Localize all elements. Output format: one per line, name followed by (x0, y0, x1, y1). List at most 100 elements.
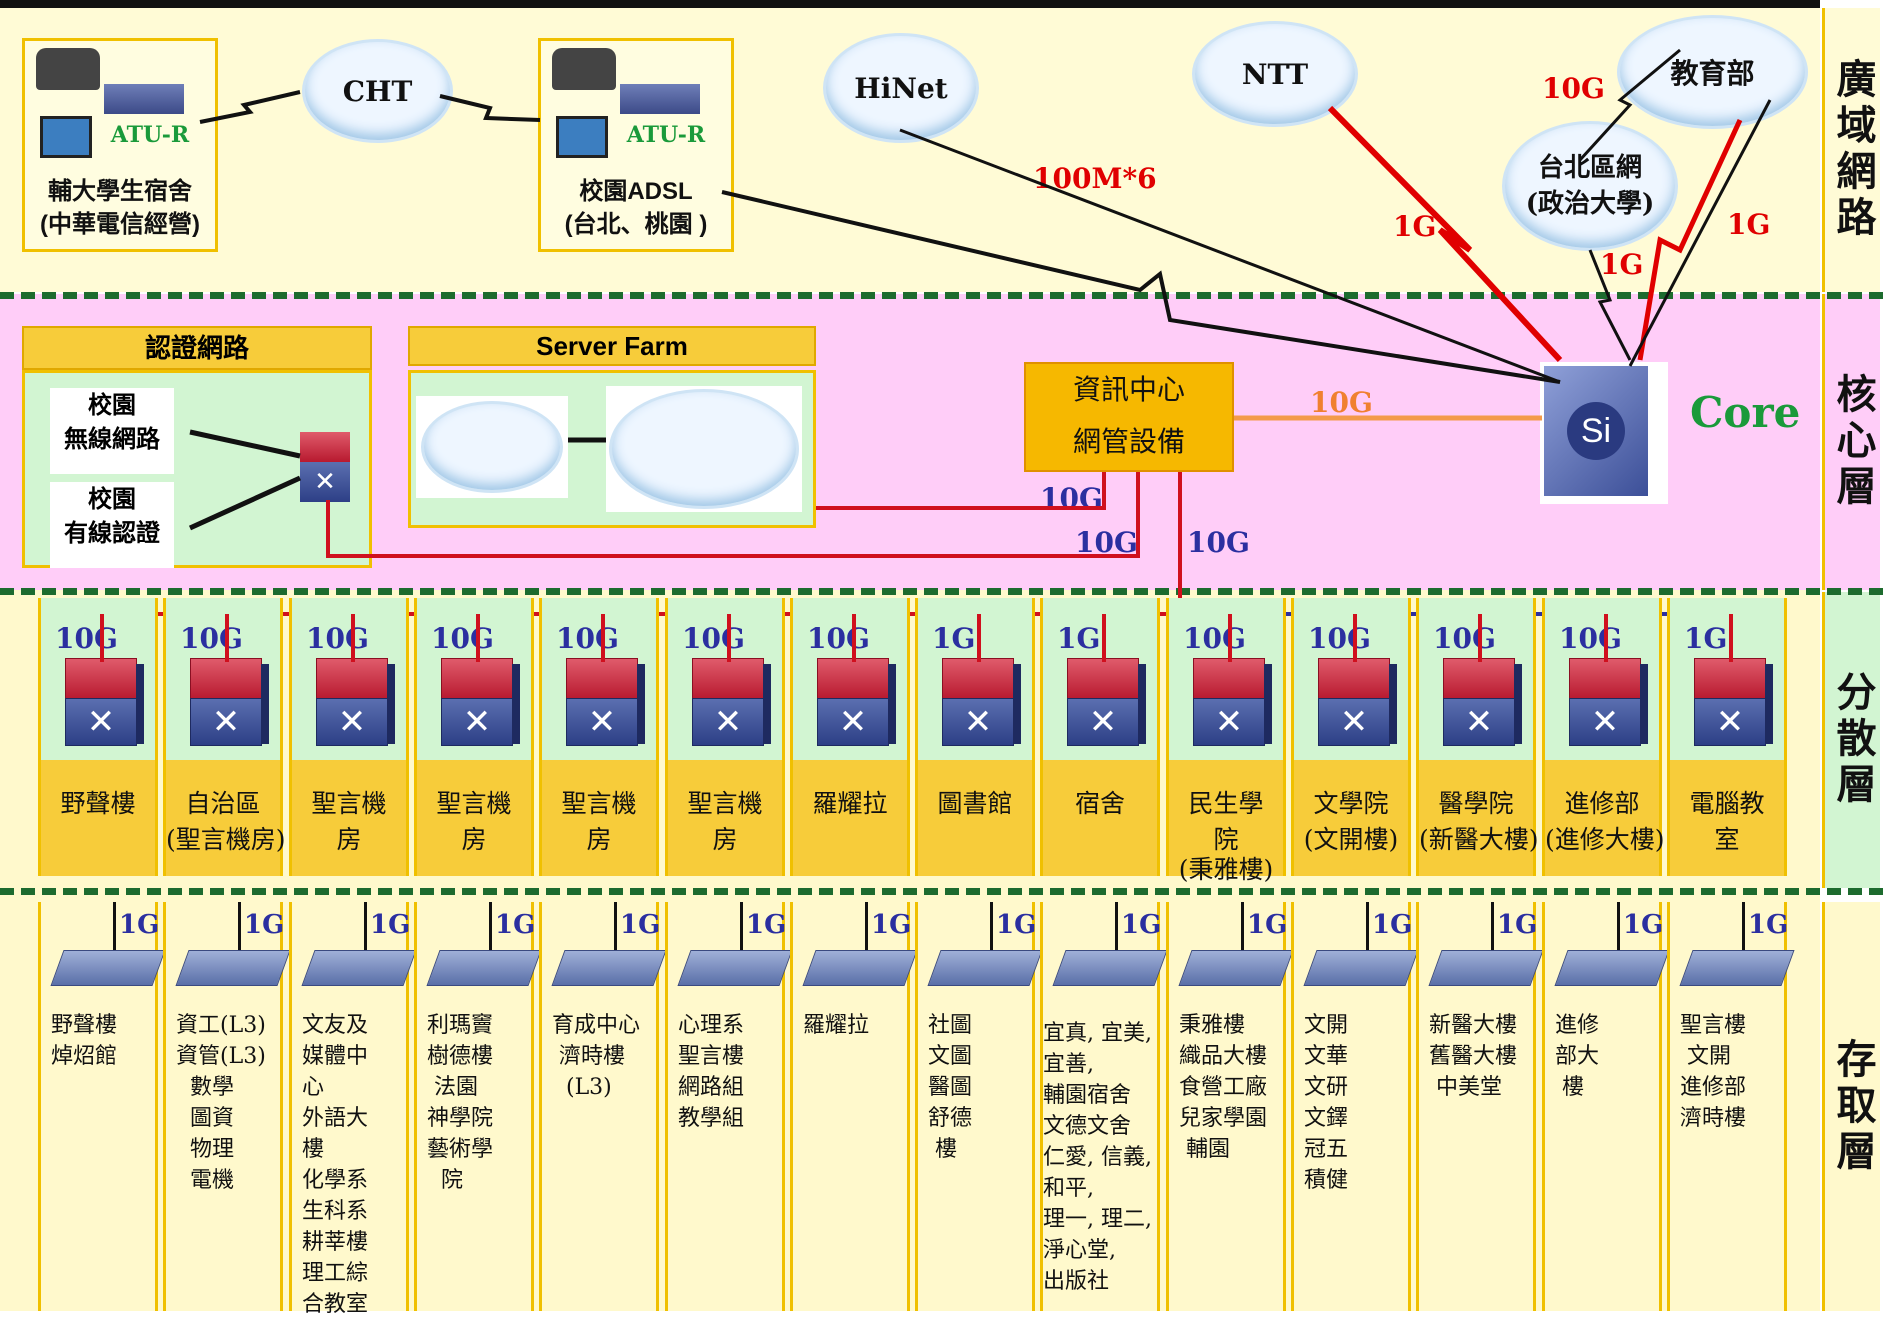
distribution-drop-line (977, 614, 981, 662)
access-switch-icon (50, 950, 166, 986)
distribution-drop-line (727, 614, 731, 662)
access-switch-icon (175, 950, 291, 986)
region-core-speed-label: 1G (1600, 248, 1644, 281)
distribution-name-box: 羅耀拉 (793, 760, 907, 876)
access-switch-icon (927, 950, 1043, 986)
nms-line1: 資訊中心 (1072, 374, 1185, 405)
distribution-drop-line (852, 614, 856, 662)
distribution-subname: (聖言機房) (166, 825, 286, 854)
side-label-distribution: 分散層 (1822, 592, 1880, 888)
access-uplink-line (1115, 902, 1118, 952)
atu-r-label: ATU-R (110, 122, 190, 148)
dorm-cht-link (199, 90, 301, 124)
switch-icon: ✕ (942, 658, 1021, 746)
distribution-speed: 1G (1057, 622, 1101, 655)
distribution-name-box: 文學院 (文開樓) (1294, 760, 1408, 876)
separator (0, 888, 1883, 895)
distribution-column: 10G✕民生學院(秉雅樓) (1166, 598, 1286, 884)
distribution-name: 民生學 (1188, 789, 1264, 818)
moe-core-line (1628, 99, 1772, 367)
distribution-name-box: 聖言機房 (542, 760, 656, 876)
access-uplink-line (238, 902, 241, 952)
auth-speed-label: 10G (1075, 526, 1138, 559)
distribution-speed: 10G (556, 622, 619, 655)
nms-line2: 網管設備 (1072, 426, 1185, 457)
distribution-subname: (文開樓) (1303, 825, 1399, 854)
distribution-drop-line (351, 614, 355, 662)
switch-icon: ✕ (692, 658, 771, 746)
distribution-name: 野聲樓 (60, 789, 136, 818)
wired-auth-line1: 校園 (88, 484, 136, 513)
access-buildings: 心理系 聖言樓 網路組 教學組 (678, 1013, 745, 1131)
switch-icon: ✕ (1193, 658, 1272, 746)
access-buildings: 育成中心 濟時樓 (L3) (552, 1013, 641, 1100)
access-buildings: 羅耀拉 (803, 1013, 870, 1038)
distribution-column: 10G✕ 聖言機房 (289, 598, 409, 876)
access-speed: 1G (1372, 910, 1413, 940)
region-core-link (1588, 249, 1632, 361)
moe-core-link (1637, 118, 1743, 361)
distribution-name-box: 自治區 (聖言機房) (166, 760, 286, 876)
access-buildings: 新醫大樓 舊醫大樓 中美堂 (1429, 1013, 1518, 1100)
server-farm-link (816, 472, 1106, 510)
distribution-name: 進修部 (1564, 789, 1640, 818)
hinet-core-link (899, 128, 1561, 384)
nms-core-speed-label: 10G (1310, 386, 1373, 419)
region-moe-speed-label: 1G (1727, 208, 1771, 241)
access-buildings: 利瑪竇 樹德樓 法園 神學院 藝術學 院 (427, 1013, 494, 1193)
auth-link (326, 472, 1140, 558)
distribution-subname2: (秉雅樓) (1178, 855, 1274, 884)
auth-switch-icon: ✕ (300, 432, 356, 504)
taipei-region-cloud: 台北區網 (政治大學) (1505, 124, 1675, 248)
distribution-speed: 1G (1684, 622, 1728, 655)
distribution-subname: 院 (1213, 825, 1239, 854)
distribution-drop-line (225, 614, 229, 662)
access-speed: 1G (1121, 910, 1162, 940)
region-moe-link (1578, 48, 1681, 162)
distribution-name: 宿舍 (1074, 789, 1125, 818)
moe-cloud: 教育部 (1620, 18, 1805, 126)
taipei-region-line2: (政治大學) (1525, 189, 1655, 219)
distribution-column: 10G✕文學院(文開樓) (1291, 598, 1411, 876)
access-buildings: 聖言樓 文開 進修部 濟時樓 (1680, 1013, 1747, 1131)
switch-icon: ✕ (65, 658, 144, 746)
distribution-name: 聖言機 (436, 789, 512, 818)
distribution-speed: 1G (932, 622, 976, 655)
distribution-speed: 10G (306, 622, 369, 655)
distribution-drop-line (476, 614, 480, 662)
access-speed: 1G (1623, 910, 1664, 940)
access-buildings: 秉雅樓 織品大樓 食營工廠 兒家學園 輔園 (1179, 1013, 1268, 1162)
access-speed: 1G (119, 910, 160, 940)
switch-icon: ✕ (316, 658, 395, 746)
access-switch-icon (301, 950, 417, 986)
distribution-column: 10G✕進修部(進修大樓) (1542, 598, 1665, 876)
nms-box: 資訊中心 網管設備 (1024, 362, 1234, 472)
distribution-name-box: 民生學院(秉雅樓) (1169, 760, 1283, 884)
distribution-name: 文學院 (1313, 789, 1389, 818)
access-column: 1G 育成中心 濟時樓 (L3) (539, 902, 667, 1311)
switch-icon: ✕ (441, 658, 520, 746)
core-switch-label: Si (1567, 402, 1625, 460)
distribution-name-box: 聖言機房 (292, 760, 406, 876)
distribution-name-box: 圖書館 (918, 760, 1032, 876)
access-speed: 1G (620, 910, 661, 940)
phone-icon (36, 48, 100, 90)
distribution-name: 圖書館 (937, 789, 1013, 818)
moe-speed-label: 10G (1542, 72, 1605, 105)
distribution-name: 自治區 (185, 789, 261, 818)
distribution-name: 醫學院 (1438, 789, 1514, 818)
access-buildings: 宜真, 宜美, 宜善, 輔園宿舍 文德文舍 仁愛, 信義, 和平, 理一, 理二… (1043, 1021, 1152, 1294)
switch-icon: ✕ (1569, 658, 1648, 746)
ntt-core-link (1327, 105, 1563, 363)
switch-icon: ✕ (566, 658, 645, 746)
computer-icon (40, 116, 92, 158)
distribution-speed: 10G (1433, 622, 1496, 655)
switch-icon: ✕ (1694, 658, 1773, 746)
